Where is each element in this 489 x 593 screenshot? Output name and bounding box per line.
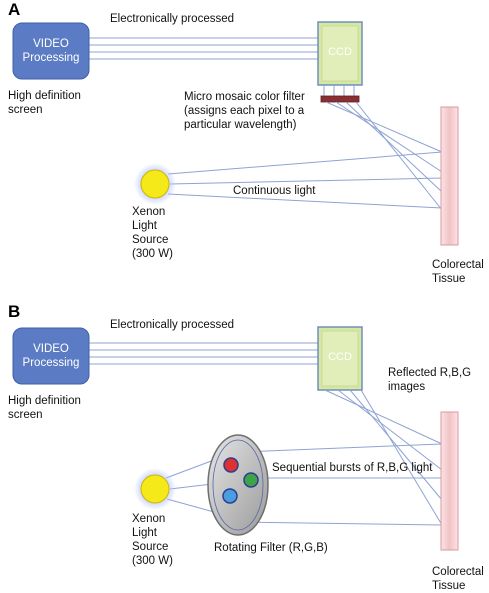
video-box-label-a: VIDEO Processing [22,38,80,64]
electronic-signal-lines-b [88,342,318,365]
panel-b [12,326,459,551]
filter-label-a: Micro mosaic color filter (assigns each … [184,91,305,131]
rotating-filter-label: Rotating Filter (R,G,B) [214,542,328,554]
micro-mosaic-filter [320,95,360,103]
blue-filter [222,488,238,504]
sequential-bursts-label: Sequential bursts of R,B,G light [272,462,433,474]
ccd-label-a: CCD [328,46,352,58]
rotating-filter-disc [207,434,269,536]
video-processing-box-b [12,327,90,385]
xenon-light-source-b [140,474,170,504]
sequential-burst-lines [239,443,443,526]
panel-a-letter: A [8,0,21,19]
tissue-label-b: Colorectal Tissue [432,566,484,592]
electronic-signal-lines-a [88,37,318,60]
reflected-images-label: Reflected R,B,G images [388,367,472,393]
video-box-label-b: VIDEO Processing [22,343,80,369]
video-processing-box-a [12,22,90,80]
xenon-light-source-a [140,169,170,199]
xenon-to-filter-lines [165,459,215,513]
continuous-light-label: Continuous light [233,185,316,197]
xenon-source-label-a: Xenon Light Source (300 W) [132,206,173,260]
screen-label-a: High definition screen [8,90,81,116]
colorectal-tissue-b [440,411,459,551]
panel-a [12,21,459,246]
panel-b-letter: B [8,302,21,321]
ccd-label-b: CCD [328,351,352,363]
tissue-label-a: Colorectal Tissue [432,259,484,285]
red-filter [223,457,239,473]
reflected-light-lines-a [325,101,443,211]
screen-label-b: High definition screen [8,395,81,421]
electronic-label-a: Electronically processed [110,13,235,25]
electronic-label-b: Electronically processed [110,319,235,331]
colorectal-tissue-a [440,106,459,246]
green-filter [243,472,259,488]
xenon-source-label-b: Xenon Light Source (300 W) [132,513,173,567]
continuous-light-lines [167,151,443,209]
reflected-light-lines-b [324,389,443,526]
